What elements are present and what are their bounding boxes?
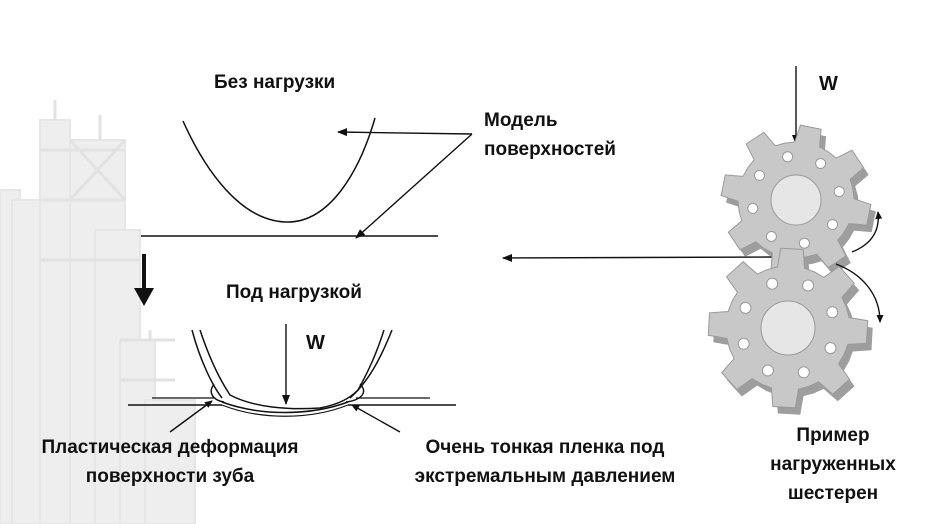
- surface-model-label: Модель поверхностей: [484, 110, 616, 160]
- upper-gear-hole: [798, 237, 810, 249]
- loaded-inner-surface: [199, 329, 385, 410]
- plastic-bulge-right: [345, 383, 365, 403]
- surface-model-arrow-upper: [337, 128, 473, 137]
- lower-gear-hole: [766, 277, 779, 290]
- load-symbol-gears: W: [819, 73, 838, 95]
- lower-gear-hub: [760, 300, 816, 356]
- rotation-arrow-upper-gear: [851, 211, 883, 253]
- thin-film-label: Очень тонкая пленка под экстремальным да…: [414, 437, 676, 487]
- plastic-deformation-pointer: [169, 400, 213, 433]
- upper-gear-hole: [747, 202, 759, 214]
- upper-gear-hole: [815, 158, 827, 169]
- load-transition-arrowhead: [134, 288, 154, 306]
- loaded-outer-surface: [191, 329, 223, 399]
- lower-gear-hole: [826, 306, 839, 319]
- lower-gear-hole: [802, 279, 815, 292]
- lower-gear-hole: [797, 366, 810, 379]
- upper-gear-hole: [827, 219, 838, 231]
- under-load-label: Под нагрузкой: [226, 282, 362, 303]
- unloaded-curved-surface: [182, 117, 376, 223]
- no-load-label: Без нагрузки: [214, 72, 336, 93]
- loaded-gears-illustration: [707, 124, 876, 415]
- load-symbol-center: W: [306, 332, 325, 354]
- upper-gear-hub: [770, 174, 822, 226]
- upper-gear-hole: [782, 151, 794, 163]
- lower-gear-hole: [739, 301, 752, 314]
- rotation-arrow-lower-gear: [835, 263, 884, 323]
- lower-gear: [707, 247, 873, 415]
- thin-film-lower: [221, 404, 349, 417]
- lower-gear-hole: [761, 364, 774, 377]
- gears-example-label: Пример нагруженных шестерен: [770, 425, 896, 504]
- thin-film: [221, 401, 349, 414]
- plastic-bulge-left: [210, 383, 225, 403]
- lower-gear-hole: [824, 342, 837, 355]
- upper-gear-hole: [765, 231, 777, 242]
- plastic-deformation-label: Пластическая деформация поверхности зуба: [41, 437, 299, 487]
- upper-gear-hole: [754, 169, 765, 181]
- upper-gear-hole: [833, 186, 845, 198]
- gears-to-diagram-arrow: [502, 253, 773, 262]
- surface-model-arrow-lower: [355, 133, 473, 239]
- thin-film-pointer: [351, 404, 401, 433]
- upper-gear: [720, 124, 876, 282]
- lower-gear-hole: [737, 337, 750, 350]
